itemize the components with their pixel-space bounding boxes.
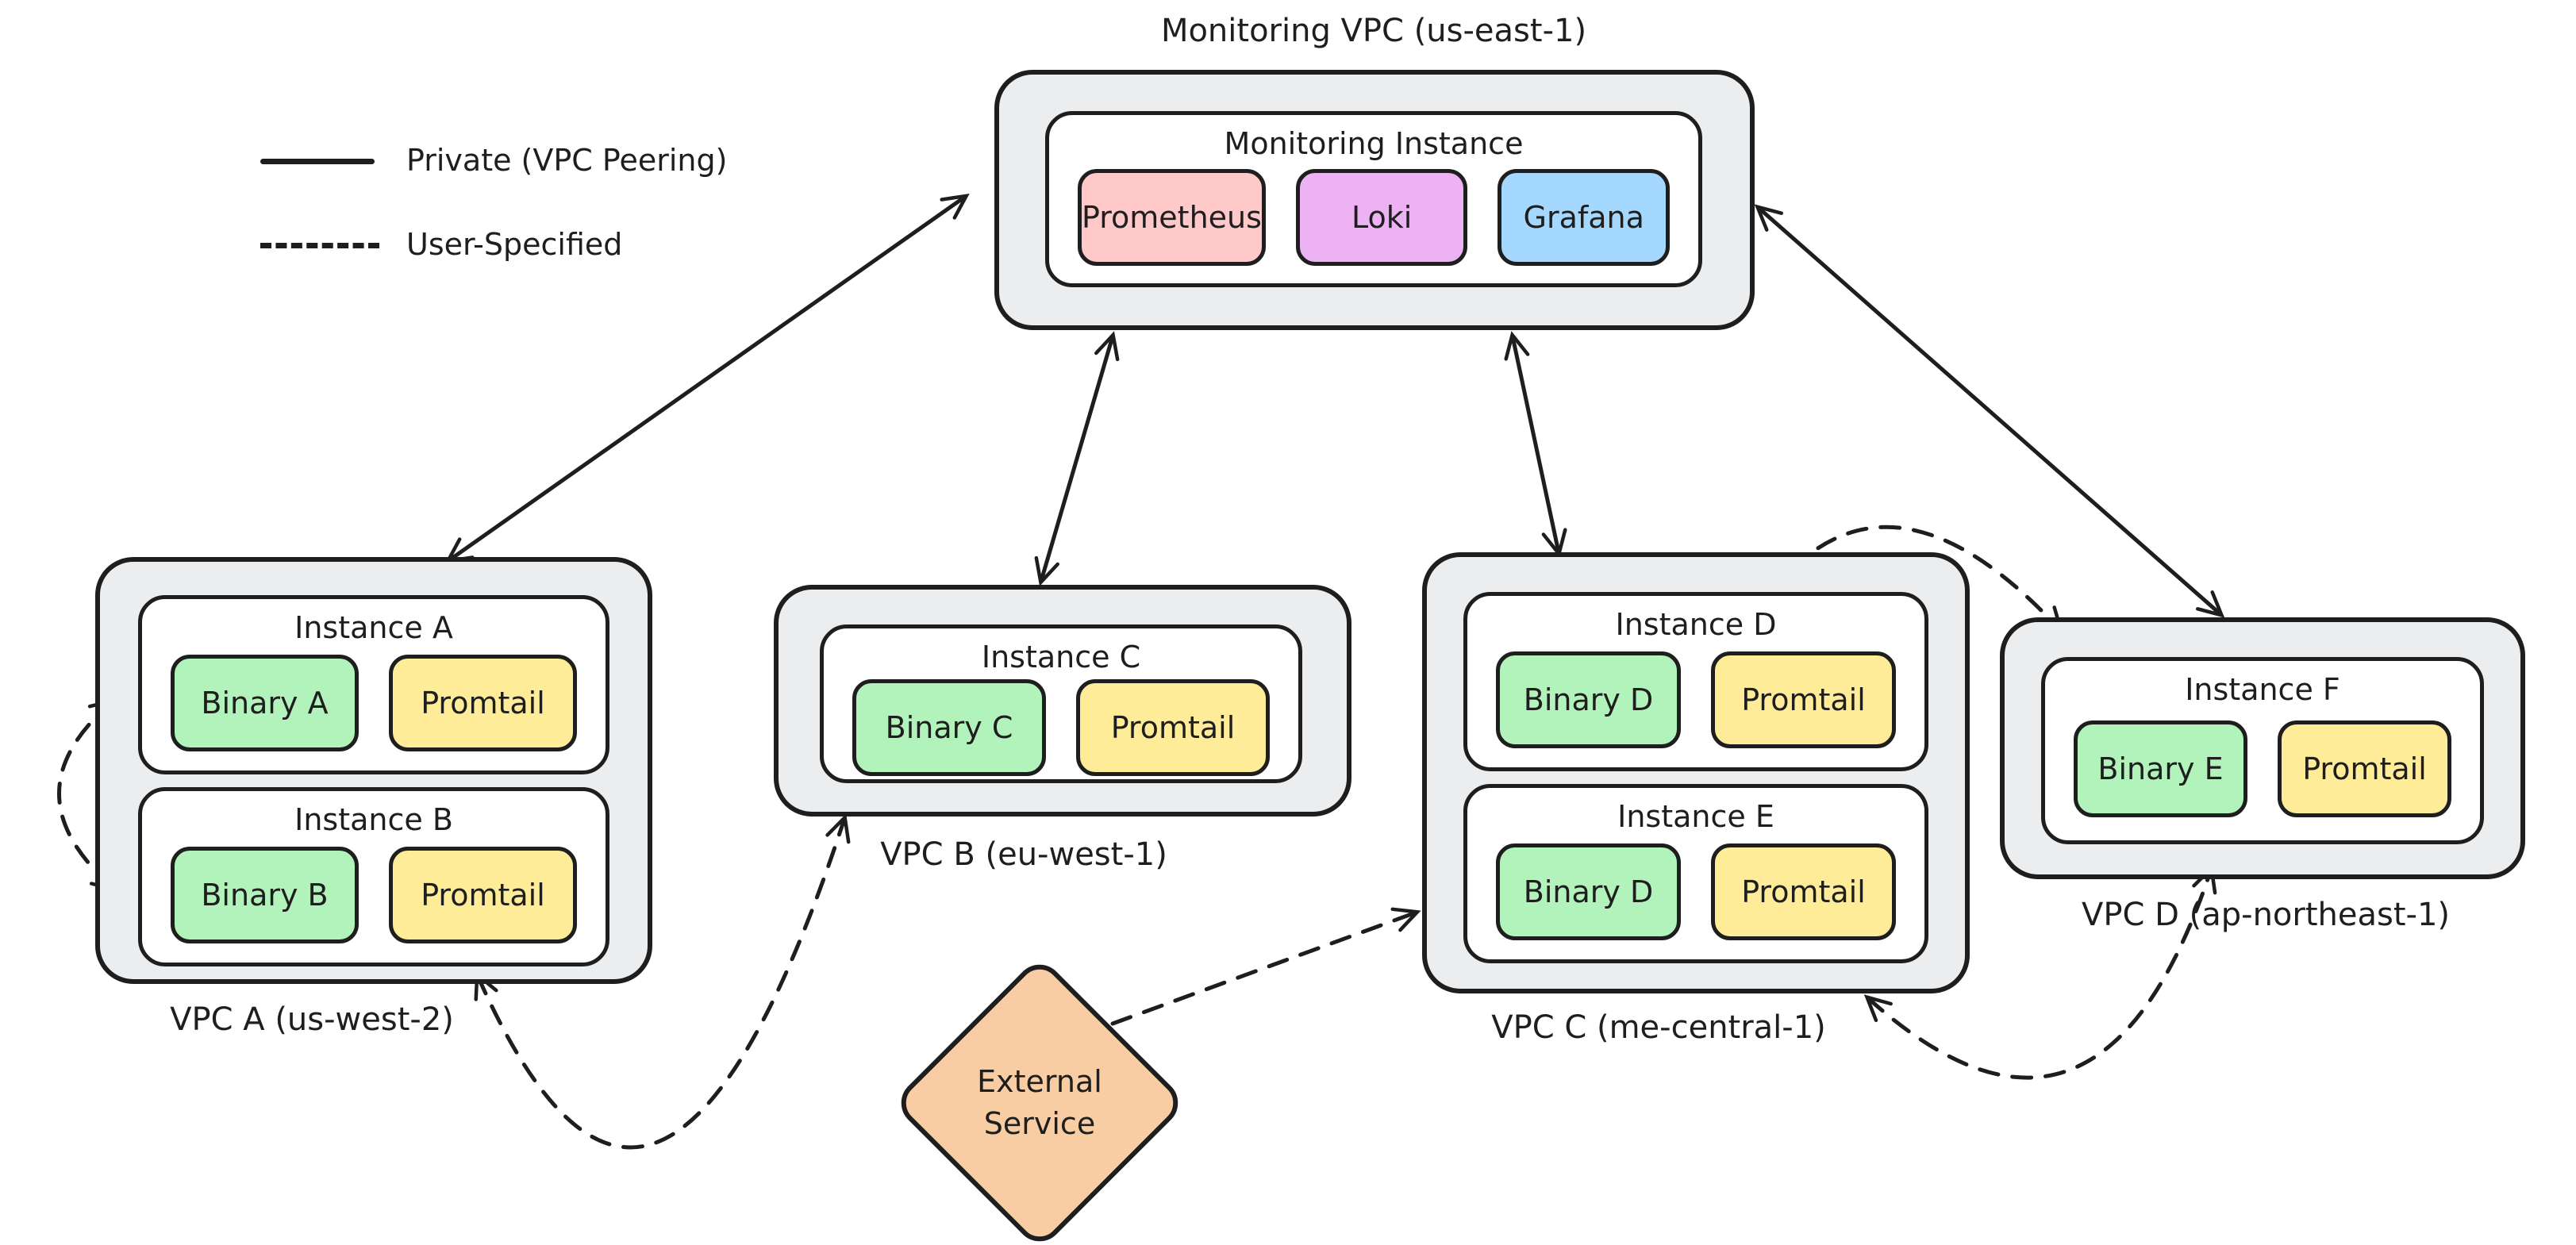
legend-private-label: Private (VPC Peering) (406, 143, 728, 178)
instance-e-row: Binary D Promtail (1467, 834, 1924, 959)
vpc-a-box: Instance A Binary A Promtail Instance B … (95, 557, 652, 984)
instance-b-box: Instance B Binary B Promtail (138, 787, 609, 966)
edge-monitoring-vpc-b (1034, 331, 1120, 586)
edge-monitoring-vpc-c (1504, 331, 1567, 558)
vpc-d-label: VPC D (ap-northeast-1) (2081, 897, 2451, 933)
instance-e-label: Instance E (1617, 799, 1774, 834)
vpc-d-box: Instance F Binary E Promtail (2000, 617, 2525, 879)
promtail-chip: Promtail (1711, 651, 1896, 748)
vpc-c-box: Instance D Binary D Promtail Instance E … (1422, 552, 1970, 993)
promtail-chip: Promtail (389, 655, 577, 751)
vpc-c-label: VPC C (me-central-1) (1491, 1009, 1826, 1046)
monitoring-instance-label: Monitoring Instance (1224, 126, 1524, 161)
instance-c-label: Instance C (981, 640, 1141, 674)
instance-a-label: Instance A (294, 610, 453, 645)
binary-c-chip: Binary C (852, 679, 1046, 776)
monitoring-vpc-title: Monitoring VPC (us-east-1) (1160, 13, 1587, 49)
instance-a-row: Binary A Promtail (142, 645, 606, 770)
promtail-chip: Promtail (389, 847, 577, 943)
instance-d-row: Binary D Promtail (1467, 642, 1924, 767)
legend-user-line-icon (260, 243, 379, 248)
instance-f-label: Instance F (2185, 672, 2340, 707)
vpc-b-box: Instance C Binary C Promtail (774, 585, 1351, 817)
instance-d-label: Instance D (1615, 607, 1777, 642)
promtail-chip: Promtail (1711, 843, 1896, 940)
external-service-inner: External Service (940, 1003, 1140, 1203)
instance-c-row: Binary C Promtail (824, 674, 1298, 790)
instance-b-row: Binary B Promtail (142, 837, 606, 963)
monitoring-vpc-box: Monitoring Instance Prometheus Loki Graf… (994, 70, 1755, 330)
legend-user-label: User-Specified (406, 227, 623, 262)
binary-d-chip: Binary D (1496, 651, 1681, 748)
monitoring-services-row: Prometheus Loki Grafana (1049, 161, 1698, 283)
vpc-a-label: VPC A (us-west-2) (170, 1001, 454, 1038)
promtail-chip: Promtail (1076, 679, 1270, 776)
prometheus-chip: Prometheus (1078, 169, 1266, 266)
monitoring-instance-box: Monitoring Instance Prometheus Loki Graf… (1045, 111, 1702, 287)
instance-e-box: Instance E Binary D Promtail (1463, 784, 1928, 963)
binary-d-chip: Binary D (1496, 843, 1681, 940)
instance-b-label: Instance B (294, 802, 453, 837)
instance-a-box: Instance A Binary A Promtail (138, 595, 609, 774)
binary-e-chip: Binary E (2074, 720, 2247, 817)
edge-external-vpc-c (1110, 907, 1421, 1026)
instance-c-box: Instance C Binary C Promtail (820, 624, 1302, 783)
loki-chip: Loki (1295, 169, 1468, 266)
grafana-chip: Grafana (1498, 169, 1670, 266)
instance-d-box: Instance D Binary D Promtail (1463, 592, 1928, 771)
instance-f-box: Instance F Binary E Promtail (2041, 657, 2484, 844)
legend-private-line-icon (260, 159, 375, 164)
promtail-chip: Promtail (2278, 720, 2451, 817)
vpc-b-label: VPC B (eu-west-1) (880, 836, 1167, 873)
external-service-label: External Service (977, 1063, 1102, 1141)
binary-b-chip: Binary B (171, 847, 359, 943)
instance-f-row: Binary E Promtail (2045, 707, 2480, 840)
binary-a-chip: Binary A (171, 655, 359, 751)
external-service-node: External Service (891, 955, 1188, 1245)
